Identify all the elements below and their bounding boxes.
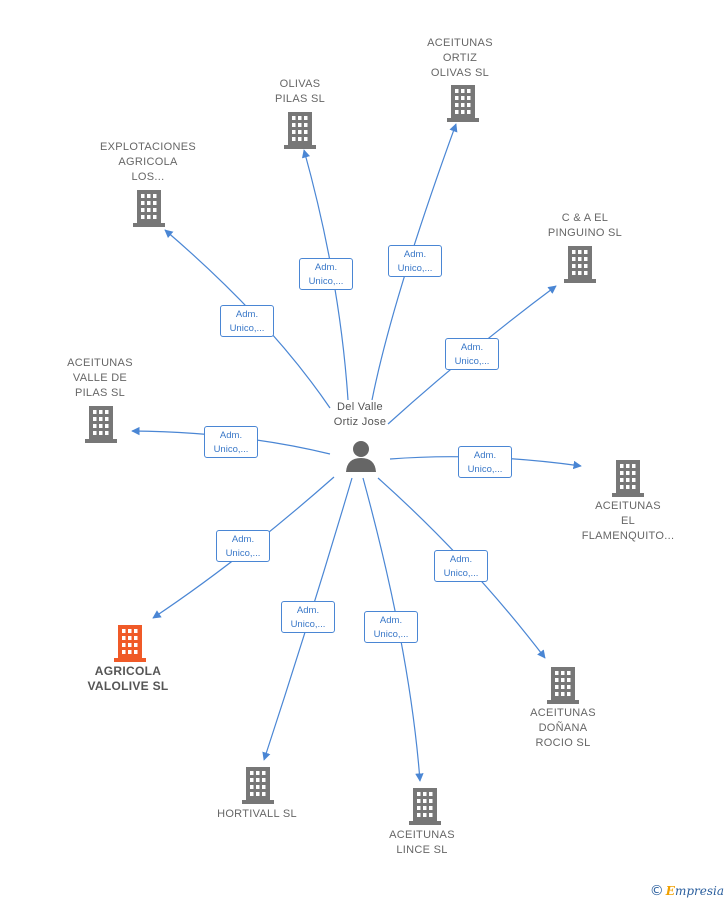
person-icon[interactable] bbox=[343, 439, 379, 473]
role-badge-hortivall[interactable]: Adm. Unico,... bbox=[281, 601, 335, 633]
company-label-aceitunas-el-flamenquito[interactable]: ACEITUNAS EL FLAMENQUITO... bbox=[581, 500, 675, 542]
empresia-logo: ©Empresia bbox=[650, 883, 724, 899]
building-icon[interactable] bbox=[112, 623, 148, 663]
building-icon[interactable] bbox=[131, 188, 167, 228]
company-label-olivas-pilas[interactable]: OLIVAS PILAS SL bbox=[274, 78, 326, 105]
edge-aceitunas-ortiz-olivas bbox=[371, 123, 458, 401]
company-label-c-a-el-pinguino[interactable]: C & A EL PINGUINO SL bbox=[547, 212, 623, 239]
role-badge-olivas-pilas[interactable]: Adm. Unico,... bbox=[299, 258, 353, 290]
company-label-hortivall[interactable]: HORTIVALL SL bbox=[217, 808, 297, 820]
company-label-aceitunas-ortiz-olivas[interactable]: ACEITUNAS ORTIZ OLIVAS SL bbox=[427, 37, 493, 79]
building-icon[interactable] bbox=[545, 665, 581, 705]
company-label-aceitunas-valle-de-pilas[interactable]: ACEITUNAS VALLE DE PILAS SL bbox=[67, 357, 133, 399]
role-badge-aceitunas-el-flamenquito[interactable]: Adm. Unico,... bbox=[458, 446, 512, 478]
role-badge-agricola-valolive[interactable]: Adm. Unico,... bbox=[216, 530, 270, 562]
building-icon[interactable] bbox=[83, 404, 119, 444]
role-badge-aceitunas-donana-rocio[interactable]: Adm. Unico,... bbox=[434, 550, 488, 582]
building-icon[interactable] bbox=[562, 244, 598, 284]
role-badge-c-a-el-pinguino[interactable]: Adm. Unico,... bbox=[445, 338, 499, 370]
role-badge-aceitunas-lince[interactable]: Adm. Unico,... bbox=[364, 611, 418, 643]
company-label-explotaciones-agricola[interactable]: EXPLOTACIONES AGRICOLA LOS... bbox=[100, 141, 196, 183]
building-icon[interactable] bbox=[407, 786, 443, 826]
company-label-aceitunas-lince[interactable]: ACEITUNAS LINCE SL bbox=[389, 829, 455, 856]
building-icon[interactable] bbox=[445, 83, 481, 123]
brand-initial: E bbox=[665, 884, 675, 898]
company-label-aceitunas-donana-rocio[interactable]: ACEITUNAS DOÑANA ROCIO SL bbox=[530, 707, 596, 749]
building-icon[interactable] bbox=[610, 458, 646, 498]
copyright-symbol: © bbox=[649, 883, 664, 899]
brand-name: mpresia bbox=[674, 884, 724, 898]
company-label-agricola-valolive[interactable]: AGRICOLA VALOLIVE SL bbox=[87, 664, 169, 693]
role-badge-aceitunas-valle-de-pilas[interactable]: Adm. Unico,... bbox=[204, 426, 258, 458]
role-badge-aceitunas-ortiz-olivas[interactable]: Adm. Unico,... bbox=[388, 245, 442, 277]
building-icon[interactable] bbox=[282, 110, 318, 150]
person-name-label[interactable]: Del Valle Ortiz Jose bbox=[333, 401, 387, 428]
role-badge-explotaciones-agricola[interactable]: Adm. Unico,... bbox=[220, 305, 274, 337]
building-icon[interactable] bbox=[240, 765, 276, 805]
